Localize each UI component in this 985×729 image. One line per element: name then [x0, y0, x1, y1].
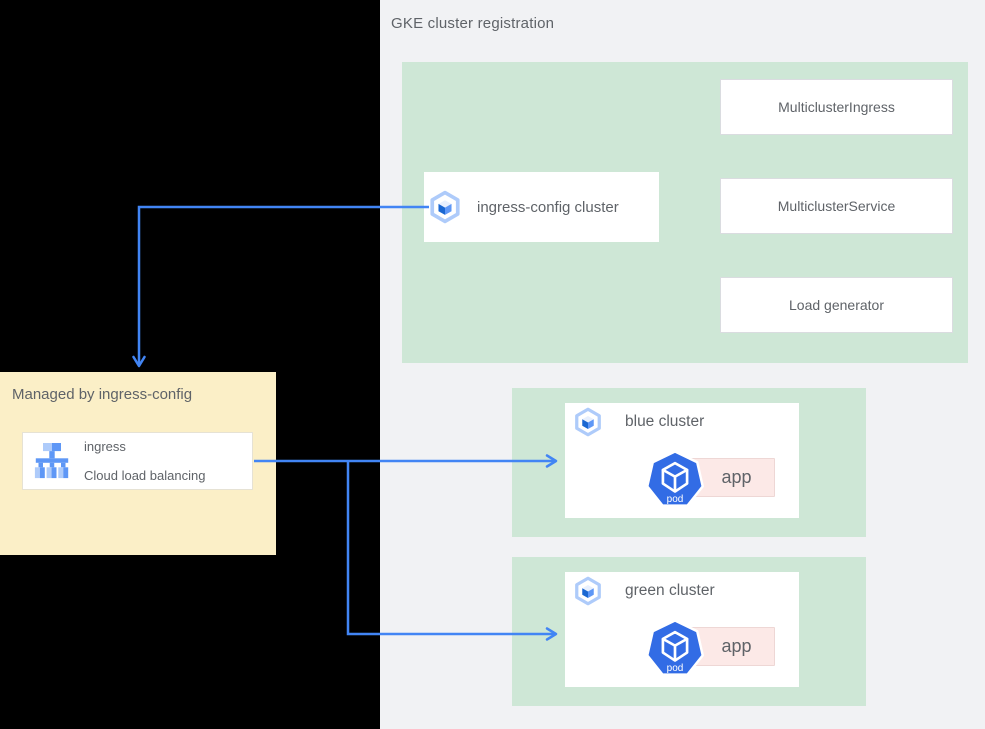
cluster-header: blue cluster	[573, 407, 704, 437]
kubernetes-pod-icon: pod	[643, 617, 707, 681]
resource-label: MulticlusterService	[777, 198, 896, 214]
app-label: app	[721, 636, 752, 656]
resource-box-multicluster-ingress: MulticlusterIngress	[720, 79, 953, 135]
pod-label: pod	[666, 494, 684, 505]
managed-box-title: Managed by ingress-config	[12, 386, 193, 403]
green-cluster-box: green cluster app pod	[565, 572, 799, 687]
cloud-load-balancing-label: Cloud load balancing	[84, 468, 206, 483]
page-title: GKE cluster registration	[391, 15, 555, 32]
kubernetes-pod-icon: pod	[643, 448, 707, 512]
ingress-load-balancing-box: ingress Cloud load balancing	[22, 432, 253, 490]
black-background-panel	[0, 0, 380, 729]
cluster-name: blue cluster	[625, 413, 705, 430]
ingress-label: ingress	[84, 439, 126, 454]
registration-area: ingress-config cluster MulticlusterIngre…	[402, 62, 968, 363]
blue-cluster-card: blue cluster app pod	[512, 388, 866, 537]
pod-label: pod	[666, 663, 684, 674]
resource-label: MulticlusterIngress	[778, 99, 895, 115]
gke-cluster-icon	[573, 407, 603, 437]
app-label: app	[721, 467, 752, 487]
ingress-config-cluster-label: ingress-config cluster	[477, 198, 619, 216]
cluster-header: green cluster	[573, 576, 715, 606]
resource-box-load-generator: Load generator	[720, 277, 953, 333]
cloud-load-balancing-icon	[34, 442, 70, 480]
load-balancing-text: ingress Cloud load balancing	[84, 439, 205, 483]
green-cluster-card: green cluster app pod	[512, 557, 866, 706]
blue-cluster-box: blue cluster app pod	[565, 403, 799, 518]
resource-box-multicluster-service: MulticlusterService	[720, 178, 953, 234]
managed-by-ingress-config-box: Managed by ingress-config ingress Cloud …	[0, 372, 276, 555]
resource-label: Load generator	[789, 297, 884, 313]
gke-cluster-icon	[573, 576, 603, 606]
gke-cluster-icon	[428, 190, 462, 224]
ingress-config-cluster-box: ingress-config cluster	[424, 172, 659, 242]
cluster-name: green cluster	[625, 582, 715, 599]
